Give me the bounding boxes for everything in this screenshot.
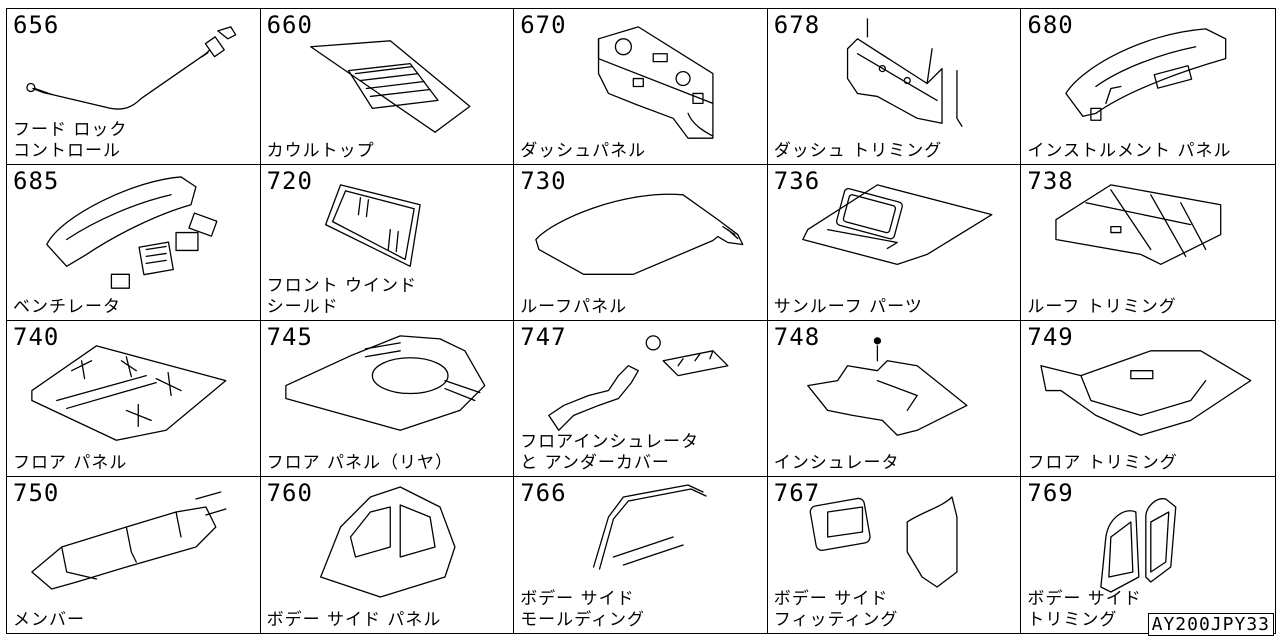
part-name: サンルーフ パーツ <box>773 297 923 317</box>
part-cell-670[interactable]: 670 ダッシュパネル <box>514 9 768 165</box>
part-cell-736[interactable]: 736 サンルーフ パーツ <box>767 165 1022 321</box>
part-name: フロア パネル <box>13 453 128 473</box>
part-code: 730 <box>520 167 567 195</box>
part-name: ダッシュパネル <box>520 141 647 161</box>
part-cell-685[interactable]: 685 ベンチレータ <box>7 165 261 321</box>
member-frame-icon <box>31 491 227 590</box>
part-code: 750 <box>13 479 60 507</box>
part-cell-656[interactable]: 656 フード ロック コントロール <box>7 9 261 165</box>
part-cell-745[interactable]: 745 フロア パネル（リヤ） <box>260 321 515 477</box>
floor-insulator-icon <box>548 335 729 431</box>
part-code: 738 <box>1027 167 1074 195</box>
part-name: インストルメント パネル <box>1027 141 1232 161</box>
part-cell-750[interactable]: 750 メンバー <box>7 477 261 633</box>
part-name: フード ロック コントロール <box>13 120 128 161</box>
part-cell-730[interactable]: 730 ルーフパネル <box>514 165 768 321</box>
dash-panel-icon <box>598 26 714 139</box>
cowl-top-icon <box>309 40 471 133</box>
part-name: ボデー サイド トリミング <box>1027 589 1142 630</box>
dash-trimming-icon <box>846 18 963 127</box>
part-code: 747 <box>520 323 567 351</box>
part-name: ルーフパネル <box>520 297 628 317</box>
roof-trimming-icon <box>1055 184 1222 266</box>
part-name: ダッシュ トリミング <box>773 141 943 161</box>
part-cell-720[interactable]: 720 フロント ウインド シールド <box>260 165 515 321</box>
insulator-icon <box>806 337 968 436</box>
part-code: 748 <box>773 323 821 351</box>
part-cell-747[interactable]: 747 フロアインシュレータ と アンダーカバー <box>514 321 768 477</box>
roof-panel-icon <box>535 193 744 275</box>
part-name: フロント ウインド シールド <box>266 276 417 317</box>
part-code: 678 <box>773 11 821 39</box>
body-side-trimming-icon <box>1100 498 1177 593</box>
part-code: 736 <box>773 167 821 195</box>
part-cell-760[interactable]: 760 ボデー サイド パネル <box>261 477 515 633</box>
part-name: カウルトップ <box>266 141 375 161</box>
rear-floor-panel-icon <box>284 335 485 431</box>
part-code: 680 <box>1027 11 1074 39</box>
part-code: 766 <box>520 479 567 507</box>
part-cell-749[interactable]: 749 フロア トリミング <box>1021 321 1275 477</box>
sunroof-icon <box>801 184 993 266</box>
instrument-panel-icon <box>1065 28 1227 121</box>
part-cell-766[interactable]: 766 ボデー サイド モールディング <box>514 477 768 633</box>
body-side-panel-icon <box>319 486 456 598</box>
part-cell-748[interactable]: 748 インシュレータ <box>767 321 1022 477</box>
ventilator-icon <box>46 176 218 289</box>
part-code: 745 <box>266 323 313 351</box>
part-code: 720 <box>266 167 313 195</box>
part-code: 767 <box>773 479 821 507</box>
hood-lock-cable-icon <box>26 26 237 110</box>
part-name: フロアインシュレータ と アンダーカバー <box>520 432 699 473</box>
body-side-fitting-icon <box>809 496 958 588</box>
part-name: ベンチレータ <box>13 297 121 317</box>
part-code: 685 <box>13 167 60 195</box>
windshield-icon <box>324 184 421 267</box>
part-cell-740[interactable]: 740 フロア パネル <box>7 321 261 477</box>
part-name: フロア トリミング <box>1027 453 1178 473</box>
part-name: フロア パネル（リヤ） <box>266 453 453 473</box>
part-cell-660[interactable]: 660 カウルトップ <box>260 9 515 165</box>
part-name: インシュレータ <box>773 453 900 473</box>
part-cell-680[interactable]: 680 インストルメント パネル <box>1021 9 1275 165</box>
part-cell-769[interactable]: 769 ボデー サイド トリミング <box>1021 477 1275 633</box>
part-code: 740 <box>13 323 60 351</box>
part-code: 656 <box>13 11 60 39</box>
catalog-code: AY200JPY33 <box>1147 613 1274 636</box>
part-code: 760 <box>266 479 313 507</box>
part-cell-678[interactable]: 678 ダッシュ トリミング <box>767 9 1022 165</box>
part-cell-767[interactable]: 767 ボデー サイド フィッティング <box>768 477 1022 633</box>
part-cell-738[interactable]: 738 ルーフ トリミング <box>1021 165 1275 321</box>
part-name: メンバー <box>13 610 85 630</box>
part-code: 769 <box>1027 479 1074 507</box>
part-code: 749 <box>1027 323 1074 351</box>
part-name: ボデー サイド フィッティング <box>773 589 899 630</box>
floor-panel-icon <box>31 345 227 441</box>
parts-catalog-grid: 656 フード ロック コントロール 660 カウルトップ 670 ダッシュパネル 678 ダ… <box>6 8 1276 634</box>
part-name: ルーフ トリミング <box>1027 297 1177 317</box>
part-code: 660 <box>266 11 313 39</box>
floor-trimming-icon <box>1040 350 1252 436</box>
part-name: ボデー サイド パネル <box>266 610 442 630</box>
body-side-molding-icon <box>593 484 707 570</box>
part-name: ボデー サイド モールディング <box>520 589 645 630</box>
part-code: 670 <box>520 11 567 39</box>
